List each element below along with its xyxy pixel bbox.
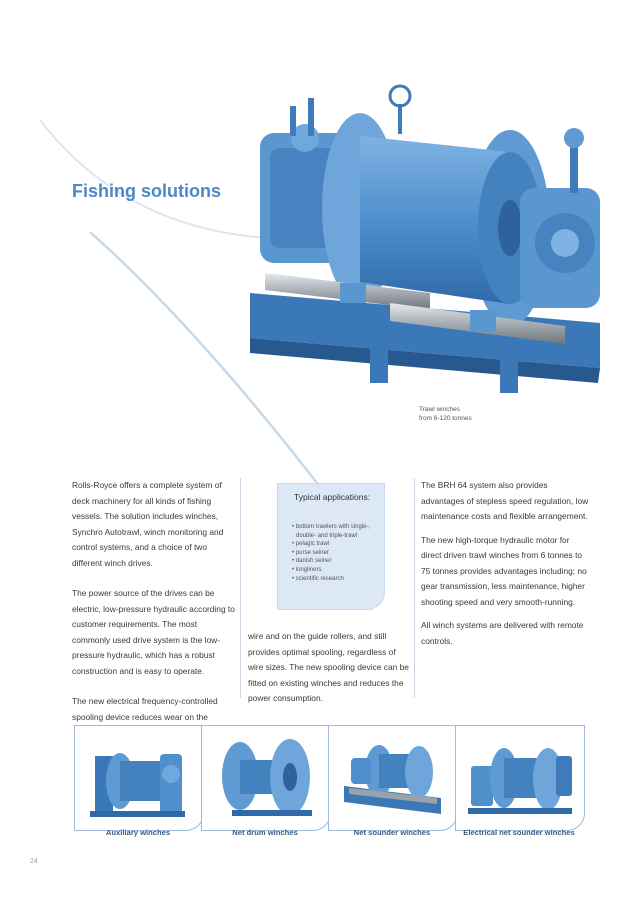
thumbnail-label: Electrical net sounder winches xyxy=(463,828,575,837)
paragraph: Rolls-Royce offers a complete system of … xyxy=(72,480,224,568)
list-item: • longliners xyxy=(292,566,322,573)
paragraph: All winch systems are delivered with rem… xyxy=(421,620,584,646)
auxiliary-winch-icon xyxy=(90,753,185,817)
typical-applications-box: Typical applications: • bottom trawlers … xyxy=(277,483,385,610)
list-item: • scientific research xyxy=(292,575,344,582)
hero-caption-line2: from 6-120 tonnes xyxy=(419,415,472,422)
net-drum-winch-thumbnail xyxy=(201,725,331,831)
column-divider xyxy=(414,478,415,698)
page-title: Fishing solutions xyxy=(72,181,221,201)
text-column-1: Rolls-Royce offers a complete system of … xyxy=(72,478,235,725)
paragraph: wire and on the guide rollers, and still… xyxy=(248,631,409,703)
electrical-net-sounder-winch-icon xyxy=(468,748,572,814)
text-column-2: wire and on the guide rollers, and still… xyxy=(248,629,413,707)
electrical-net-sounder-winch-thumbnail xyxy=(455,725,585,831)
text-column-3: The BRH 64 system also provides advantag… xyxy=(421,478,591,649)
paragraph: The new electrical frequency-controlled … xyxy=(72,696,218,722)
hero-caption: Trawl winches from 6-120 tonnes xyxy=(419,405,499,423)
thumbnail-label: Net drum winches xyxy=(232,828,298,837)
column-divider xyxy=(240,478,241,698)
thumbnail-label: Auxiliary winches xyxy=(105,828,171,837)
auxiliary-winch-thumbnail xyxy=(74,725,204,831)
paragraph: The BRH 64 system also provides advantag… xyxy=(421,480,589,521)
thumbnail-label: Net sounder winches xyxy=(353,828,431,837)
list-item: • bottom trawlers with single-, double- … xyxy=(292,524,371,539)
applications-title: Typical applications: xyxy=(294,492,371,502)
applications-list: • bottom trawlers with single-, double- … xyxy=(292,523,380,583)
hero-caption-line1: Trawl winches xyxy=(419,406,460,413)
list-item: • danish seiner xyxy=(292,558,332,565)
paragraph: The new high-torque hydraulic motor for … xyxy=(421,534,587,607)
net-drum-winch-icon xyxy=(222,739,312,816)
list-item: • purse seiner xyxy=(292,549,329,556)
paragraph: The power source of the drives can be el… xyxy=(72,588,235,676)
net-sounder-winch-icon xyxy=(344,745,441,814)
page-number: 24 xyxy=(30,858,38,865)
list-item: • pelagic trawl xyxy=(292,541,330,548)
trawl-winch-illustration xyxy=(250,84,600,393)
net-sounder-winch-thumbnail xyxy=(328,725,458,831)
